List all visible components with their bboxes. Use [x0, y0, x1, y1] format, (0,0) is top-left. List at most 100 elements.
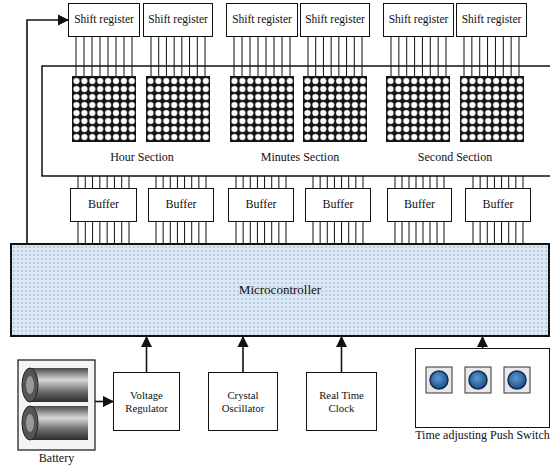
led-dot [195, 94, 201, 100]
pin-line [430, 176, 431, 188]
led-dot [509, 86, 515, 92]
led-dot [328, 134, 334, 140]
led-dot [271, 102, 277, 108]
led-dot [155, 110, 161, 116]
led-dot [89, 118, 95, 124]
led-dot [271, 78, 277, 84]
buffer-box: Buffer [148, 188, 214, 222]
led-dot [279, 126, 285, 132]
pin-line [92, 37, 93, 76]
led-dot [171, 102, 177, 108]
led-dot [403, 94, 409, 100]
led-dot [395, 86, 401, 92]
led-dot [179, 118, 185, 124]
pin-line [422, 37, 423, 76]
pin-line [129, 176, 130, 188]
led-dot [279, 94, 285, 100]
led-dot [336, 102, 342, 108]
led-dot [485, 86, 491, 92]
led-dot [443, 126, 449, 132]
node-text: Shift register [302, 13, 368, 26]
pin-line [523, 176, 524, 188]
led-dot [443, 110, 449, 116]
pin-line [121, 176, 122, 188]
connector [78, 222, 129, 243]
led-matrix [460, 76, 524, 142]
led-dot [443, 118, 449, 124]
led-dot [427, 126, 433, 132]
led-dot [147, 110, 153, 116]
led-dot [263, 134, 269, 140]
led-dot [336, 110, 342, 116]
led-dot [395, 134, 401, 140]
led-dot [312, 118, 318, 124]
led-matrices [72, 76, 524, 142]
pin-line [205, 37, 206, 76]
led-dot [271, 110, 277, 116]
led-dot [435, 86, 441, 92]
pin-line [76, 37, 77, 76]
connector [243, 337, 244, 372]
led-dot [435, 78, 441, 84]
led-dot [113, 110, 119, 116]
led-dot [501, 134, 507, 140]
led-dot [239, 118, 245, 124]
led-dot [203, 110, 209, 116]
display-panel [42, 66, 550, 176]
led-dot [203, 102, 209, 108]
led-dot [395, 94, 401, 100]
led-dot [360, 78, 366, 84]
pin-line [395, 176, 396, 188]
led-dot [155, 94, 161, 100]
led-dot [187, 102, 193, 108]
led-dot [493, 134, 499, 140]
pin-line [174, 37, 175, 76]
led-dot [312, 126, 318, 132]
pin-line [92, 176, 93, 188]
led-dot [81, 134, 87, 140]
led-dot [509, 78, 515, 84]
pin-line [313, 176, 314, 188]
connector-line [95, 401, 113, 403]
led-dot [195, 110, 201, 116]
led-matrix [146, 76, 210, 142]
led-dot [73, 126, 79, 132]
led-dot [147, 78, 153, 84]
pin-line [464, 37, 465, 76]
led-dot [271, 134, 277, 140]
led-dot [509, 118, 515, 124]
led-dot [352, 118, 358, 124]
connector [313, 222, 363, 243]
led-dot [247, 78, 253, 84]
led-dot [121, 110, 127, 116]
pin-line [158, 37, 159, 76]
led-dot [163, 118, 169, 124]
led-dot [435, 134, 441, 140]
led-dot [179, 126, 185, 132]
led-dot [443, 102, 449, 108]
led-dot [477, 94, 483, 100]
led-dot [509, 94, 515, 100]
pin-line [480, 176, 481, 188]
led-dot [195, 134, 201, 140]
led-dot [89, 102, 95, 108]
pin-line [198, 176, 199, 188]
led-dot [387, 86, 393, 92]
led-dot [320, 110, 326, 116]
led-dot [171, 134, 177, 140]
led-dot [171, 78, 177, 84]
led-dot [435, 118, 441, 124]
led-dot [387, 102, 393, 108]
led-dot [411, 134, 417, 140]
pin-line [271, 176, 272, 188]
led-dot [187, 134, 193, 140]
led-dot [81, 102, 87, 108]
led-dot [485, 94, 491, 100]
led-dot [113, 126, 119, 132]
led-dot [187, 110, 193, 116]
led-dot [517, 126, 523, 132]
pin-line [423, 176, 424, 188]
connector [473, 222, 523, 243]
led-dot [155, 102, 161, 108]
pin-line [355, 176, 356, 188]
